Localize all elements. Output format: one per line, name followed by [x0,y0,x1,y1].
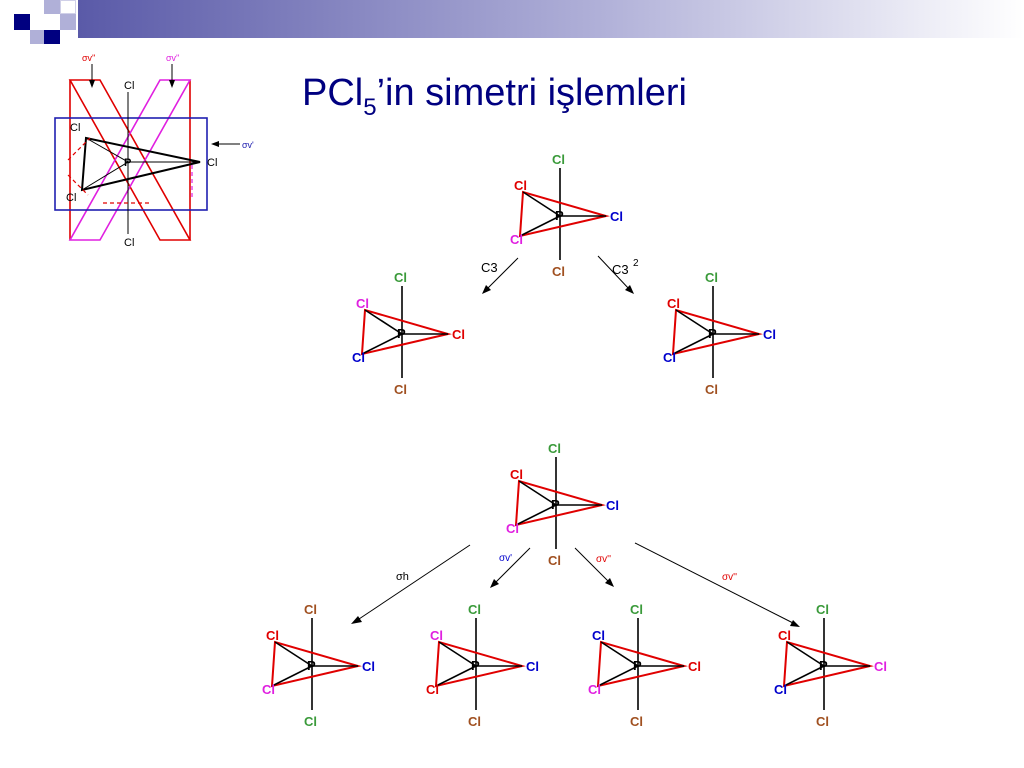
cl-right: Cl [610,209,623,224]
deco-square-3 [60,14,76,30]
cl-lower-left: Cl [663,350,676,365]
p-atom: P [471,658,480,673]
cl-lower-left: Cl [774,682,787,697]
arrow-c3-squared [597,255,631,291]
molecules: ClClClClClPClClClClClPClClClClClPClClClC… [262,152,887,729]
cl-lower-left: Cl [262,682,275,697]
label-c3-squared: C3 [612,262,629,277]
arrow-sigma-v2 [574,547,611,584]
cl-bottom: Cl [552,264,565,279]
label-sigma-v2: σv'' [596,554,611,565]
cl-lower-left: Cl [510,232,523,247]
cl-upper-left: Cl [266,628,279,643]
arrow-sigma-v1 [493,547,531,585]
cl-top: Cl [552,152,565,167]
cl-right: Cl [606,498,619,513]
label-sigma-h: σh [396,571,409,583]
cl-lower-left: Cl [352,350,365,365]
ref-p: P [124,157,131,169]
p-atom: P [708,326,717,341]
cl-upper-left: Cl [510,467,523,482]
cl-right: Cl [452,327,465,342]
operation-arrows [351,255,800,627]
reference-figure: Cl Cl Cl Cl Cl P σv'' σv'' σv' [54,53,254,249]
deco-square-6 [60,0,76,14]
p-atom: P [819,658,828,673]
label-c3-squared-sup: 2 [633,258,639,269]
cl-top: Cl [630,602,643,617]
ref-left-bottom-cl: Cl [66,192,76,204]
cl-bottom: Cl [630,714,643,729]
ref-sigma-left: σv'' [82,53,96,63]
cl-right: Cl [526,659,539,674]
label-c3: C3 [481,260,498,275]
cl-top: Cl [304,602,317,617]
deco-square-4 [30,30,44,44]
deco-square-2 [44,0,60,14]
cl-bottom: Cl [468,714,481,729]
cl-top: Cl [705,270,718,285]
page-title: PCl5’in simetri işlemleri [302,72,687,121]
p-atom: P [307,658,316,673]
arrow-c3 [485,257,519,291]
cl-upper-left: Cl [430,628,443,643]
cl-upper-left: Cl [592,628,605,643]
cl-bottom: Cl [816,714,829,729]
cl-right: Cl [362,659,375,674]
cl-upper-left: Cl [356,296,369,311]
ref-right-cl: Cl [207,157,217,169]
p-atom: P [397,326,406,341]
deco-square-1 [14,14,30,30]
label-sigma-v3: σv'' [722,572,737,583]
cl-lower-left: Cl [506,521,519,536]
cl-bottom: Cl [548,553,561,568]
cl-lower-left: Cl [426,682,439,697]
ref-sigma-right: σv'' [166,53,180,63]
ref-left-top-cl: Cl [70,122,80,134]
cl-bottom: Cl [304,714,317,729]
cl-bottom: Cl [705,382,718,397]
arrow-sigma-h [355,544,471,622]
arrow-sigma-v3 [634,542,796,625]
cl-top: Cl [468,602,481,617]
cl-right: Cl [688,659,701,674]
cl-bottom: Cl [394,382,407,397]
cl-right: Cl [874,659,887,674]
cl-top: Cl [816,602,829,617]
cl-upper-left: Cl [514,178,527,193]
cl-upper-left: Cl [778,628,791,643]
operation-labels: C3 C3 2 σh σv' σv'' σv'' [396,258,737,583]
cl-top: Cl [394,270,407,285]
ref-sigma-side: σv' [242,140,254,150]
cl-right: Cl [763,327,776,342]
cl-lower-left: Cl [588,682,601,697]
deco-square-5 [44,30,60,44]
cl-upper-left: Cl [667,296,680,311]
label-sigma-v1: σv' [499,553,512,564]
ref-bottom-cl: Cl [124,237,134,249]
ref-top-cl: Cl [124,80,134,92]
p-atom: P [551,497,560,512]
p-atom: P [555,208,564,223]
p-atom: P [633,658,642,673]
sigma-v-prime-plane [54,117,208,211]
cl-top: Cl [548,441,561,456]
